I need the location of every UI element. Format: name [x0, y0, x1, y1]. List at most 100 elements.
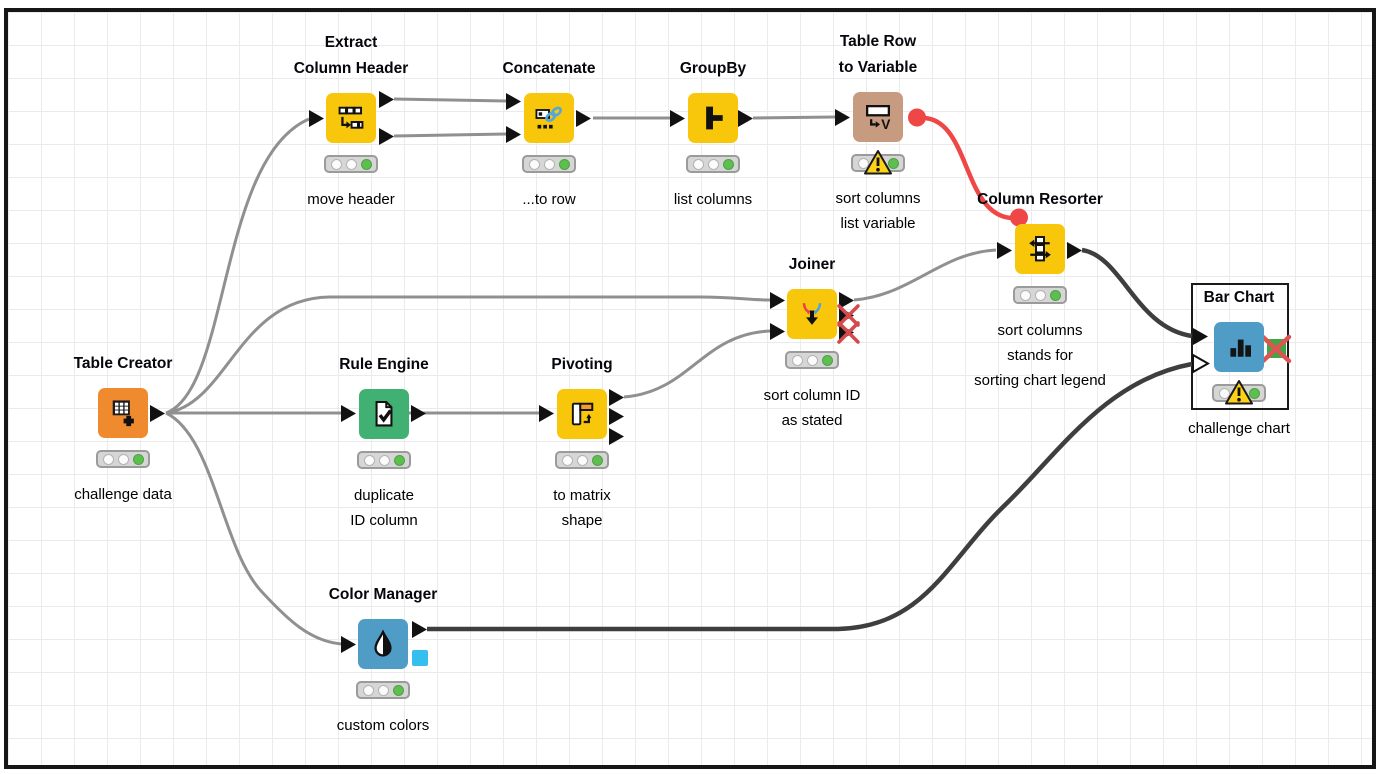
tl-green	[591, 454, 603, 466]
node-groupby[interactable]: GroupBy list columns	[674, 60, 752, 208]
node-title[interactable]: Pivoting	[551, 356, 613, 373]
color-manager-color-model-port[interactable]	[412, 650, 428, 666]
column-resorter-input-port[interactable]	[997, 242, 1012, 259]
rule-engine-output-port[interactable]	[411, 405, 426, 422]
node-title[interactable]: Extract Column Header	[293, 34, 409, 77]
groupby-glyph	[706, 106, 723, 130]
node-annotation[interactable]: custom colors	[336, 717, 430, 734]
node-annotation[interactable]: ...to row	[522, 191, 576, 208]
node-table-row-to-variable[interactable]: Table Row to Variable V sort columns lis…	[835, 33, 920, 232]
concatenate-input-port-2[interactable]	[506, 126, 521, 143]
node-title[interactable]: Joiner	[788, 256, 836, 273]
node-color-manager[interactable]: Color Manager custom colors	[329, 586, 438, 734]
pivot-header-glyph	[579, 402, 594, 411]
tl-red	[528, 158, 540, 170]
rule-engine-input-port[interactable]	[341, 405, 356, 422]
bar-chart-icon[interactable]	[1214, 322, 1264, 372]
status-traffic-light	[1212, 380, 1266, 405]
node-joiner[interactable]: Joiner sort column ID as stated	[764, 256, 861, 429]
connection-table-creator-to-extract-column-header[interactable]	[165, 117, 310, 415]
node-annotation[interactable]: move header	[307, 191, 395, 208]
connection-pivoting-to-joiner[interactable]	[623, 329, 771, 399]
tl-red	[330, 158, 342, 170]
extract-column-header-icon[interactable]	[326, 93, 376, 143]
node-annotation[interactable]: challenge data	[74, 486, 172, 503]
groupby-input-port[interactable]	[670, 110, 685, 127]
joiner-input-port-1[interactable]	[770, 292, 785, 309]
joiner-icon[interactable]	[787, 289, 837, 339]
node-title[interactable]: Table Creator	[73, 355, 173, 372]
column-resorter-flowvar-input-port[interactable]	[1010, 208, 1028, 227]
chain-link-glyph	[545, 106, 562, 122]
node-title[interactable]: Column Resorter	[977, 191, 1103, 208]
node-title[interactable]: Bar Chart	[1203, 289, 1275, 306]
node-annotation[interactable]: challenge chart	[1188, 420, 1290, 437]
node-annotation[interactable]: to matrix shape	[553, 487, 611, 529]
concatenate-icon[interactable]	[524, 93, 574, 143]
connection-color-manager-to-bar-chart[interactable]	[427, 361, 1193, 632]
concatenate-input-port-1[interactable]	[506, 93, 521, 110]
color-manager-icon[interactable]	[358, 619, 408, 669]
node-table-creator[interactable]: Table Creator challenge data	[74, 355, 173, 503]
concatenate-output-port[interactable]	[576, 110, 591, 127]
connection-extract-column-header-to-concatenate-1[interactable]	[393, 97, 507, 103]
connection-groupby-to-table-row-to-variable[interactable]	[752, 115, 836, 120]
node-title[interactable]: Concatenate	[502, 60, 596, 77]
extract-column-header-output-port-1[interactable]	[379, 91, 394, 108]
node-extract-column-header[interactable]: Extract Column Header move header	[294, 34, 409, 208]
node-column-resorter[interactable]: Column Resorter sort columns stands for …	[974, 191, 1106, 389]
column-resorter-output-port[interactable]	[1067, 242, 1082, 259]
node-title[interactable]: GroupBy	[679, 60, 747, 77]
bar-chart-input-port-1[interactable]	[1193, 328, 1208, 345]
connection-extract-column-header-to-concatenate-2[interactable]	[393, 132, 507, 138]
node-pivoting[interactable]: Pivoting to matrix shape	[551, 356, 612, 529]
tl-green	[887, 157, 899, 169]
table-creator-icon[interactable]	[98, 388, 148, 438]
color-manager-input-port[interactable]	[341, 636, 356, 653]
node-annotation[interactable]: sort columns list variable	[835, 190, 921, 232]
groupby-icon[interactable]	[688, 93, 738, 143]
groupby-output-port[interactable]	[738, 110, 753, 127]
table-creator-output-port[interactable]	[150, 405, 165, 422]
table-row-to-variable-icon[interactable]: V	[853, 92, 903, 142]
pivoting-icon[interactable]	[557, 389, 607, 439]
node-title[interactable]: Color Manager	[328, 586, 438, 603]
rule-engine-icon[interactable]	[359, 389, 409, 439]
connection-column-resorter-to-bar-chart[interactable]	[1081, 247, 1193, 339]
node-annotation[interactable]: sort columns stands for sorting chart le…	[974, 322, 1106, 389]
tl-green	[722, 158, 734, 170]
color-manager-output-port[interactable]	[412, 621, 427, 638]
table-row-to-variable-input-port[interactable]	[835, 109, 850, 126]
joiner-output-port-1[interactable]	[839, 292, 854, 309]
node-rule-engine[interactable]: Rule Engine duplicate ID column	[339, 356, 429, 529]
node-annotation[interactable]: list columns	[673, 191, 753, 208]
connection-table-row-to-variable-to-column-resorter-flowvar[interactable]	[924, 115, 1012, 221]
table-row-to-variable-flowvar-output-port[interactable]	[908, 108, 926, 127]
pivoting-output-port-1[interactable]	[609, 389, 624, 406]
node-annotation[interactable]: sort column ID as stated	[763, 387, 861, 429]
tl-yellow	[707, 158, 719, 170]
connection-joiner-to-column-resorter[interactable]	[853, 248, 997, 302]
node-bar-chart[interactable]: Bar Chart challenge chart	[1188, 289, 1290, 437]
node-concatenate[interactable]: Concatenate ...to row	[502, 60, 595, 208]
extract-column-header-input-port[interactable]	[309, 110, 324, 127]
bar-chart-input-port-2-optional[interactable]	[1192, 353, 1211, 374]
column-resorter-icon[interactable]	[1015, 224, 1065, 274]
pivoting-output-port-2[interactable]	[609, 408, 624, 425]
connection-table-creator-to-color-manager[interactable]	[165, 411, 342, 646]
extract-column-header-output-port-2[interactable]	[379, 128, 394, 145]
pivoting-output-port-3[interactable]	[609, 428, 624, 445]
status-traffic-light	[357, 451, 411, 469]
pivoting-input-port[interactable]	[539, 405, 554, 422]
connection-table-creator-to-joiner[interactable]	[165, 295, 771, 415]
joiner-inactive-port-x-marks	[837, 304, 860, 344]
node-title[interactable]: Table Row to Variable	[838, 33, 918, 76]
node-annotation[interactable]: duplicate ID column	[350, 487, 418, 529]
node-title[interactable]: Rule Engine	[339, 356, 429, 373]
status-traffic-light	[324, 155, 378, 173]
tl-red	[102, 453, 114, 465]
joiner-input-port-2[interactable]	[770, 323, 785, 340]
tl-green	[1049, 289, 1061, 301]
